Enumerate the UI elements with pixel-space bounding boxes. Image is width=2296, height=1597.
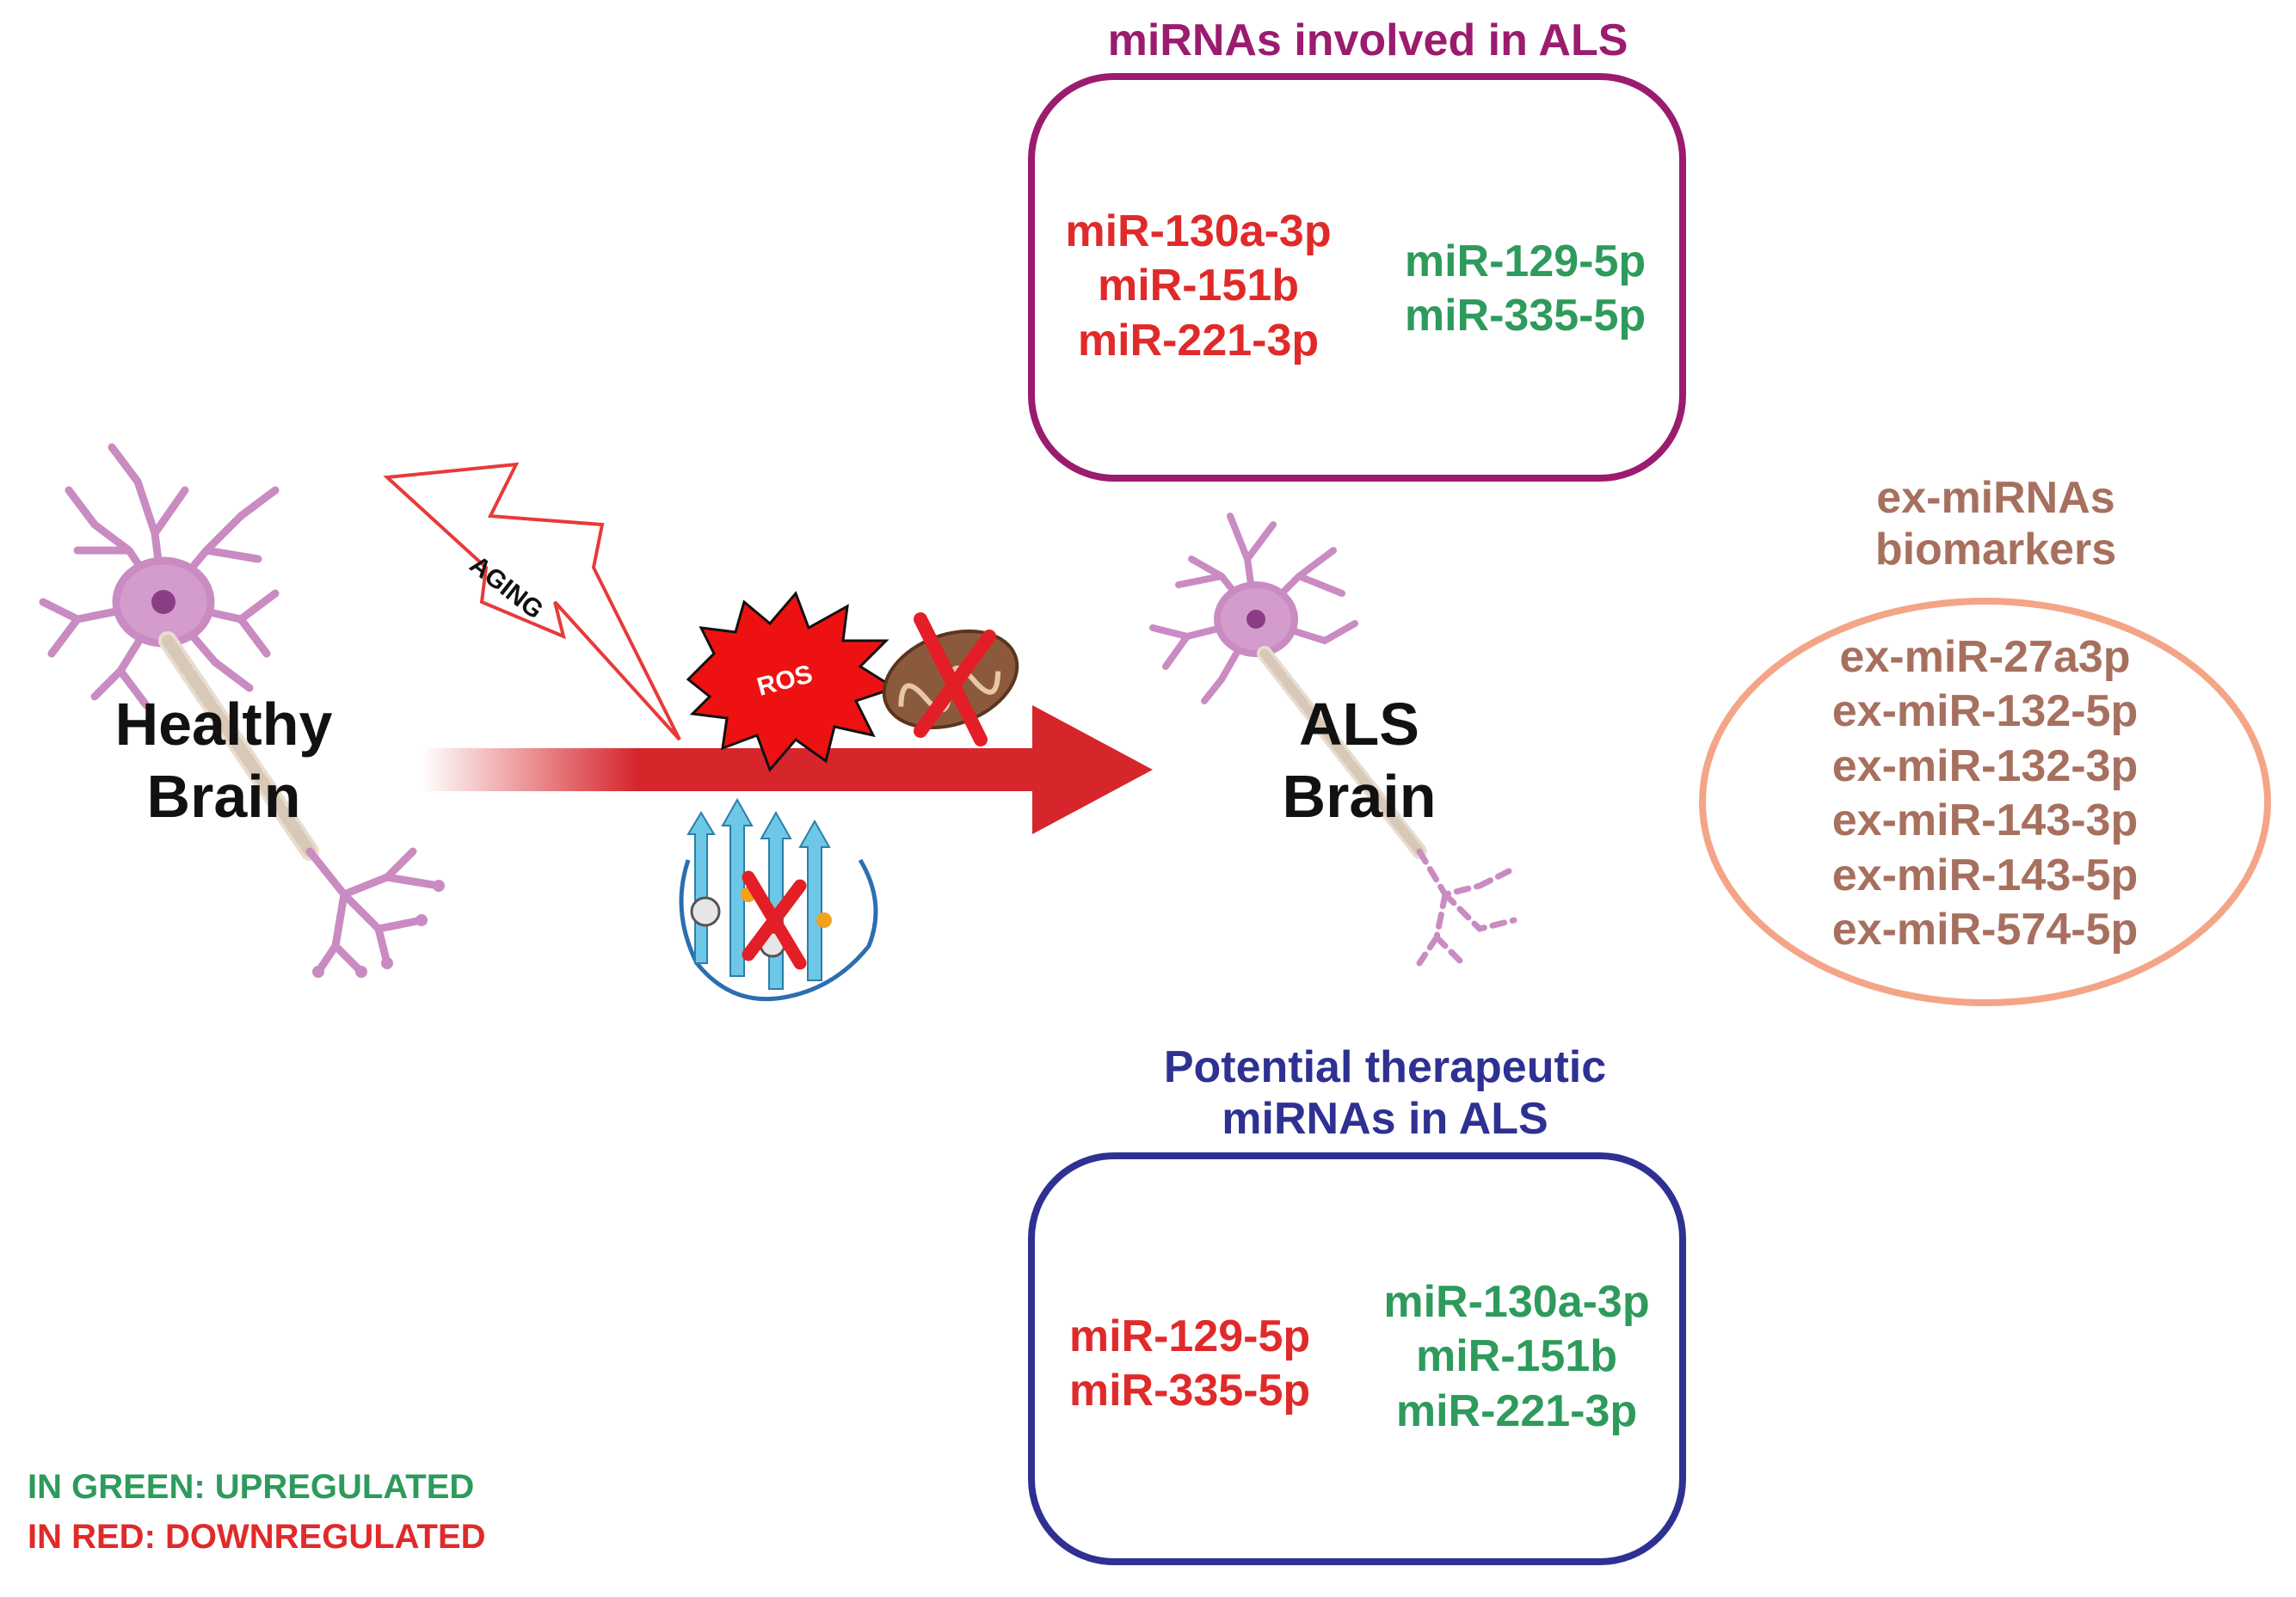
legend-upregulated: IN GREEN: UPREGULATED (28, 1468, 475, 1506)
healthy-brain-line2: Brain (146, 763, 301, 830)
involved-box-title: miRNAs involved in ALS (1107, 15, 1628, 65)
legend: IN GREEN: UPREGULATED IN RED: DOWNREGULA… (28, 1462, 486, 1562)
mitochondrion-icon (882, 612, 1019, 746)
therapeutic-upregulated-list: miR-130a-3p miR-151b miR-221-3p (1362, 1275, 1671, 1439)
als-brain-label: ALS Brain (1239, 688, 1480, 832)
therapeutic-title-line1: Potential therapeutic (1163, 1042, 1607, 1092)
healthy-brain-line1: Healthy (114, 691, 333, 758)
therapeutic-box-title: Potential therapeutic miRNAs in ALS (1015, 1042, 1755, 1146)
biomarker-item: ex-miR-574-5p (1831, 905, 2139, 955)
biomarkers-title-line1: ex-miRNAs (1876, 473, 2115, 523)
biomarker-item: ex-miR-143-3p (1831, 795, 2139, 846)
therapeutic-up-item: miR-221-3p (1395, 1385, 1638, 1436)
therapeutic-title-line2: miRNAs in ALS (1222, 1093, 1548, 1144)
als-brain-line1: ALS (1299, 691, 1419, 758)
als-neuron-icon (1149, 513, 1517, 967)
als-brain-line2: Brain (1282, 763, 1437, 830)
biomarkers-list: ex-miR-27a3p ex-miR-132-5p ex-miR-132-3p… (1706, 630, 2264, 958)
therapeutic-down-item: miR-335-5p (1068, 1366, 1311, 1416)
biomarker-item: ex-miR-143-5p (1831, 850, 2139, 900)
biomarker-item: ex-miR-132-3p (1831, 740, 2139, 791)
involved-down-item: miR-221-3p (1077, 315, 1320, 365)
biomarkers-oval: ex-miR-27a3p ex-miR-132-5p ex-miR-132-3p… (1699, 598, 2271, 1006)
involved-downregulated-list: miR-130a-3p miR-151b miR-221-3p (1052, 205, 1345, 368)
legend-downregulated: IN RED: DOWNREGULATED (28, 1518, 486, 1556)
involved-up-item: miR-129-5p (1404, 236, 1647, 286)
therapeutic-up-item: miR-130a-3p (1383, 1277, 1650, 1327)
therapeutic-box: miR-129-5p miR-335-5p miR-130a-3p miR-15… (1028, 1152, 1686, 1565)
involved-down-item: miR-151b (1097, 261, 1300, 311)
therapeutic-down-item: miR-129-5p (1068, 1311, 1311, 1361)
therapeutic-up-item: miR-151b (1415, 1331, 1618, 1382)
involved-upregulated-list: miR-129-5p miR-335-5p (1388, 235, 1663, 344)
involved-down-item: miR-130a-3p (1065, 206, 1332, 256)
therapeutic-downregulated-list: miR-129-5p miR-335-5p (1052, 1310, 1327, 1419)
involved-box: miR-130a-3p miR-151b miR-221-3p miR-129-… (1028, 73, 1686, 482)
sod1-protein-icon (679, 797, 878, 1002)
involved-up-item: miR-335-5p (1404, 291, 1647, 341)
healthy-neuron-icon (39, 443, 445, 978)
biomarker-item: ex-miR-132-5p (1831, 686, 2139, 737)
progression-arrow-icon (422, 705, 1153, 834)
biomarker-item: ex-miR-27a3p (1839, 632, 2131, 682)
biomarkers-title-line2: biomarkers (1874, 524, 2117, 574)
aging-lightning-icon (383, 462, 681, 741)
healthy-brain-label: Healthy Brain (86, 688, 361, 832)
biomarkers-title: ex-miRNAs biomarkers (1798, 473, 2194, 576)
